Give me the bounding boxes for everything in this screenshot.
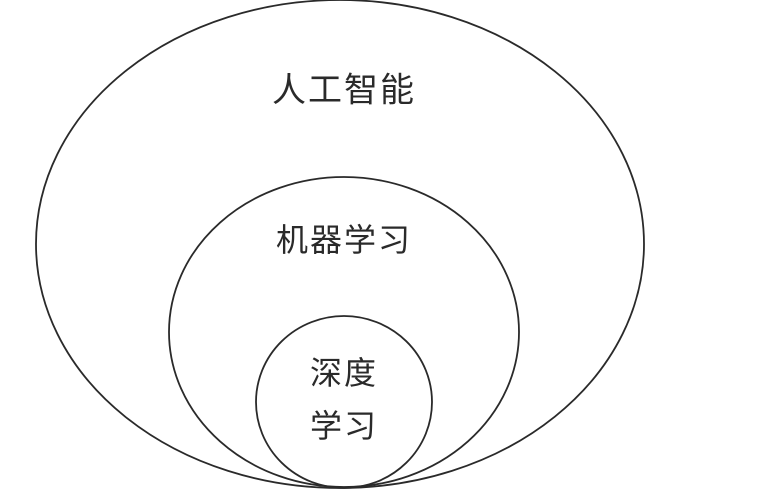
inner-circle-dl [255,315,433,489]
inner-label-line1: 深度 [310,354,378,392]
middle-label: 机器学习 [276,221,412,259]
inner-label-line2: 学习 [310,407,378,445]
outer-label: 人工智能 [272,71,416,111]
middle-ellipse-ml [168,176,520,488]
